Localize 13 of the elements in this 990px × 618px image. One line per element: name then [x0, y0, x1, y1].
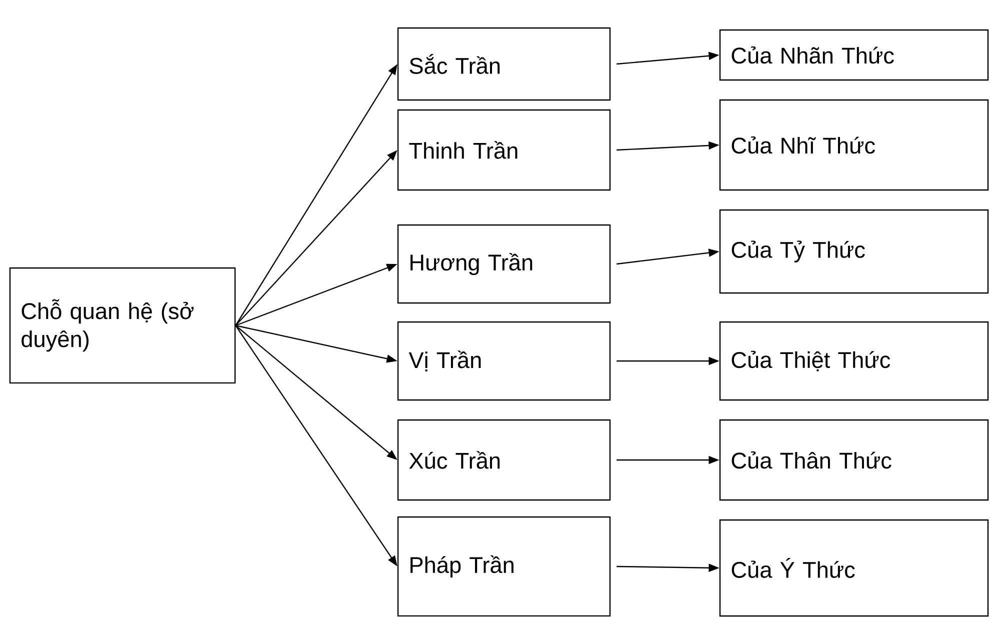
process-box: Pháp Trần — [397, 516, 611, 617]
process-box: Của Thân Thức — [719, 419, 989, 501]
process-box: Hương Trần — [397, 224, 611, 304]
source-box: Chỗ quan hệ (sở duyên) — [9, 267, 236, 384]
process-box: Vị Trần — [397, 321, 611, 401]
process-box: Sắc Trần — [397, 27, 611, 101]
process-box: Thinh Trần — [397, 109, 611, 191]
process-box: Của Ý Thức — [719, 519, 989, 617]
process-box: Của Nhĩ Thức — [719, 99, 989, 191]
process-box: Của Thiệt Thức — [719, 321, 989, 401]
process-box: Của Nhãn Thức — [719, 29, 989, 81]
process-box: Của Tỷ Thức — [719, 209, 989, 294]
process-box: Xúc Trần — [397, 419, 611, 501]
